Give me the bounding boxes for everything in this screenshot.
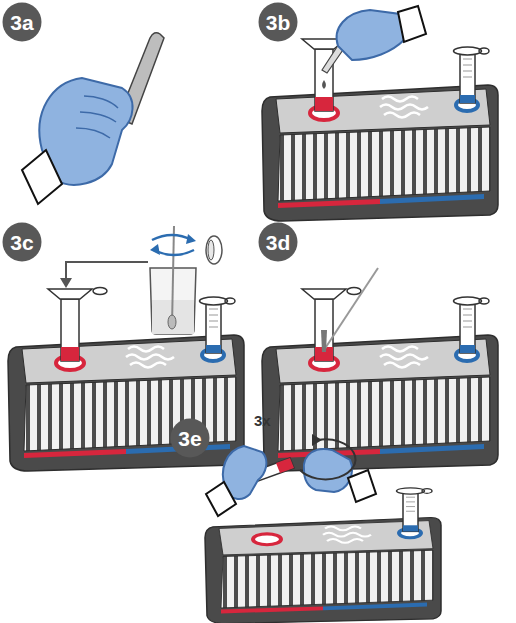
hands-shaking-vial	[300, 439, 355, 479]
reagent-vial	[454, 297, 490, 353]
beaker-with-swab	[150, 244, 160, 255]
test-cartridge-small	[397, 488, 433, 532]
badge-circle	[3, 3, 42, 42]
step-badge: 3a	[2, 2, 42, 42]
swab-in-vial	[324, 268, 378, 350]
hand-with-swab	[22, 150, 62, 204]
hand-with-swab	[22, 33, 164, 204]
hands-shaking-vial	[348, 470, 376, 502]
step-badge: 3e	[170, 418, 210, 458]
test-cartridge	[262, 335, 498, 471]
hands-shaking-vial	[206, 482, 236, 516]
badge-circle	[259, 223, 298, 262]
step-number: 3e	[178, 428, 201, 449]
badge-circle	[259, 3, 298, 42]
hands-shaking-vial	[304, 449, 352, 492]
hands-shaking-vial	[206, 434, 376, 516]
badge-circle	[171, 419, 210, 458]
repeat-count: 3x	[254, 412, 271, 429]
hands-shaking-vial	[276, 458, 294, 473]
reagent-vial	[200, 297, 236, 353]
beaker-with-swab	[208, 240, 214, 260]
step-badge: 3d	[258, 222, 298, 262]
step-number: 3c	[10, 232, 33, 253]
hand-with-swab	[76, 96, 118, 138]
beaker-with-swab	[206, 236, 222, 264]
beaker-with-swab	[172, 226, 174, 326]
test-cartridge	[8, 335, 244, 471]
test-cartridge-small	[205, 517, 441, 623]
beaker-with-swab	[60, 226, 222, 334]
beaker-with-swab	[186, 234, 196, 244]
hand-with-dropper	[322, 6, 426, 89]
step-number: 3b	[266, 12, 291, 33]
step-badge: 3b	[258, 2, 298, 42]
hands-shaking-vial	[312, 434, 322, 446]
step-number: 3d	[266, 232, 291, 253]
beaker-with-swab	[66, 262, 148, 280]
beaker-with-swab	[152, 235, 192, 240]
hand-with-dropper	[337, 10, 404, 60]
badge-circle	[3, 223, 42, 262]
hand-with-dropper	[322, 80, 326, 89]
sample-vial	[48, 288, 107, 362]
step-badge: 3c	[2, 222, 42, 262]
beaker-with-swab	[60, 278, 72, 288]
beaker-with-swab	[154, 250, 194, 255]
test-cartridge-small	[205, 488, 441, 623]
hand-with-dropper	[398, 6, 426, 42]
sample-vial	[302, 288, 361, 362]
swab-in-vial	[321, 268, 378, 352]
beaker-with-swab	[168, 315, 176, 329]
reagent-vial	[454, 47, 490, 103]
test-cartridge	[262, 85, 498, 221]
swab-in-vial	[321, 330, 327, 352]
step-number: 3a	[10, 12, 33, 33]
